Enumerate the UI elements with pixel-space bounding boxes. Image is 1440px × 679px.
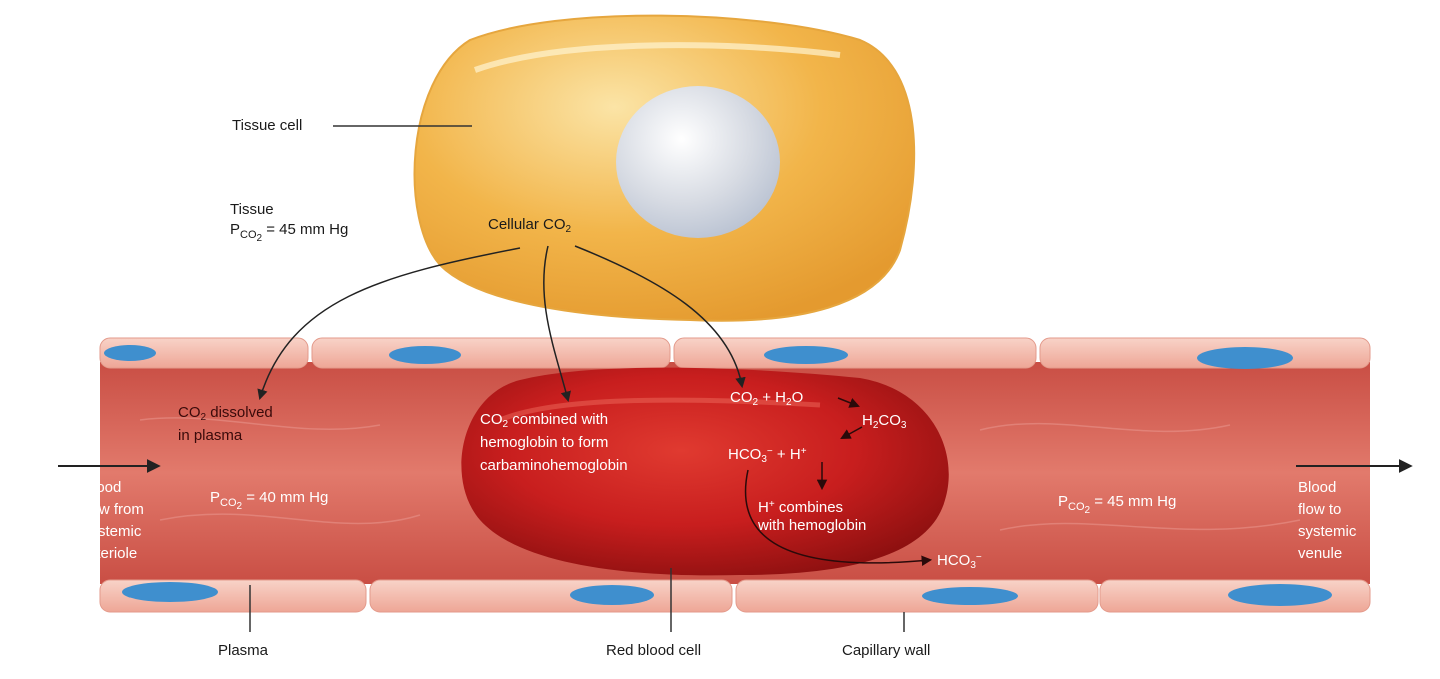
- h-combines-line1: H+ combines: [758, 499, 844, 516]
- arrow-to-rbc: [543, 245, 571, 403]
- tissue-cell-label: Tissue cell: [232, 117, 303, 134]
- plasma-label: Plasma: [218, 642, 269, 659]
- flow-out-line2: flow to: [1298, 501, 1342, 518]
- arrow-to-reaction: [574, 245, 746, 389]
- venule-pco2-label: PCO2 = 45 mm Hg: [1058, 493, 1177, 516]
- tissue-pco2-label: PCO2 = 45 mm Hg: [230, 221, 349, 244]
- red-blood-cell-label: Red blood cell: [606, 642, 702, 659]
- capillary-wall-top: [99, 337, 1371, 369]
- cellular-co2-label: Cellular CO2: [488, 216, 572, 235]
- tissue-label: Tissue: [230, 201, 274, 218]
- combined-label-line1: CO2 combined with: [480, 411, 609, 430]
- combined-label-line3: carbaminohemoglobin: [480, 457, 628, 474]
- flow-in-line1: Blood: [83, 479, 122, 496]
- dissolved-label-line2: in plasma: [178, 427, 243, 444]
- endothelial-nuclei-top: [104, 345, 1293, 369]
- capillary-wall-bottom: [99, 579, 1371, 613]
- arrow-to-plasma: [257, 247, 521, 401]
- endothelial-nuclei-bottom: [122, 582, 1332, 606]
- flow-out-line4: venule: [1298, 545, 1343, 562]
- reaction-h2co3: H2CO3: [862, 412, 907, 431]
- capillary-wall-label: Capillary wall: [842, 642, 931, 659]
- arrow-to-hco3: [840, 426, 863, 440]
- flow-in-line4: arteriole: [83, 545, 138, 562]
- arrow-to-h2co3: [837, 397, 860, 408]
- flow-out-line1: Blood: [1298, 479, 1337, 496]
- flow-in-line3: systemic: [83, 523, 142, 540]
- reaction-co2-h2o: CO2 + H2O: [730, 389, 804, 408]
- plasma-texture: [139, 417, 1301, 531]
- h-combines-line2: with hemoglobin: [758, 517, 867, 534]
- plasma-pco2-label: PCO2 = 40 mm Hg: [210, 489, 329, 512]
- reaction-hco3-h: HCO3− + H+: [728, 446, 807, 465]
- red-blood-cell-shape: [461, 367, 949, 576]
- arrow-hco3-out: [744, 469, 933, 567]
- hco3-out-label: HCO3−: [937, 552, 982, 571]
- nucleus-shape: [616, 86, 780, 238]
- flow-out-line3: systemic: [1298, 523, 1357, 540]
- rbc-highlight: [499, 397, 821, 423]
- flow-in-line2: flow from: [83, 501, 144, 518]
- combined-label-line2: hemoglobin to form: [480, 434, 609, 451]
- tissue-cell-highlight: [474, 42, 841, 73]
- dissolved-label-line1: CO2 dissolved: [178, 404, 273, 423]
